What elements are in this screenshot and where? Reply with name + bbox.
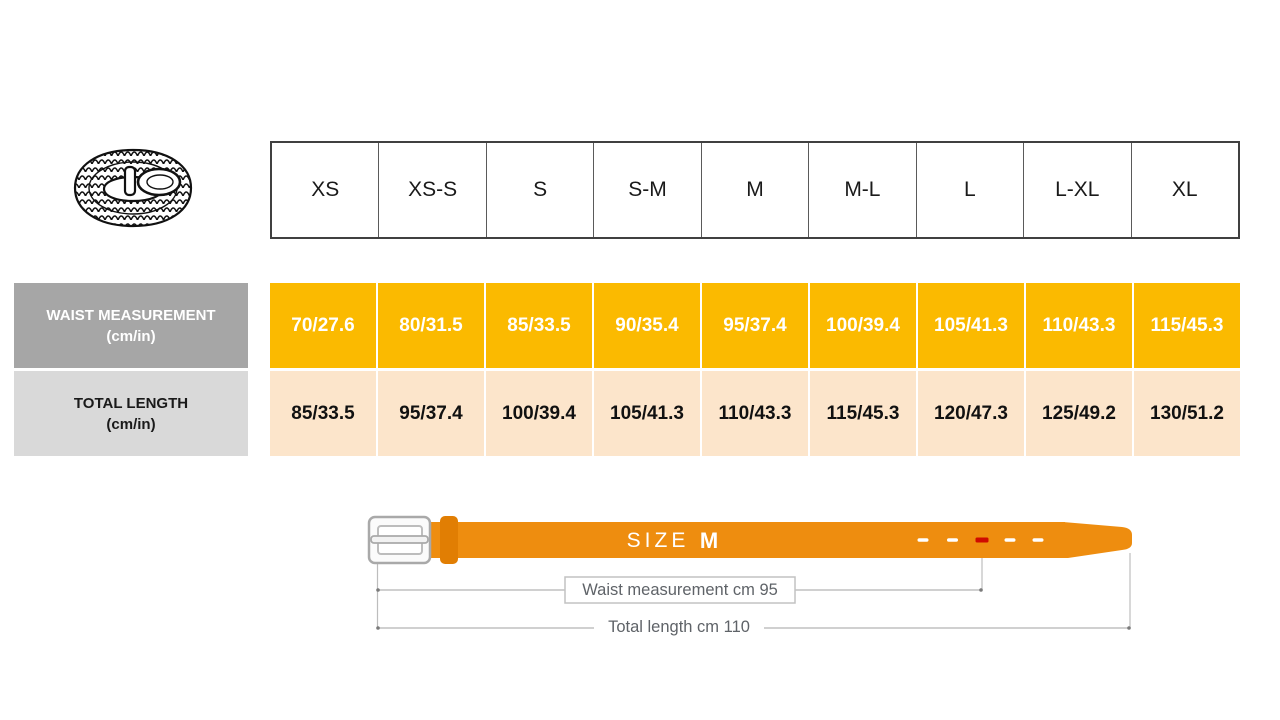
waist-value-cell: 90/35.4 (592, 283, 700, 368)
length-value-cell: 100/39.4 (484, 371, 592, 456)
belt-keeper (440, 516, 458, 564)
length-label-text: TOTAL LENGTH (73, 394, 189, 412)
length-annotation-mask (594, 615, 764, 639)
waist-label-text: WAIST MEASUREMENT (46, 306, 216, 324)
dimension-endpoint-dot (1127, 626, 1131, 630)
length-value-cell: 120/47.3 (916, 371, 1024, 456)
waist-value-cell: 110/43.3 (1024, 283, 1132, 368)
size-cell-l-xl: L-XL (1023, 143, 1130, 237)
dimension-endpoint-dot (376, 626, 380, 630)
waist-value-cell: 100/39.4 (808, 283, 916, 368)
belt-hole (1004, 538, 1016, 542)
size-header-row: XS XS-S S S-M M M-L L L-XL XL (270, 141, 1240, 239)
size-word-label: SIZE (627, 529, 690, 552)
length-value-cell: 110/43.3 (700, 371, 808, 456)
waist-label-unit: (cm/in) (106, 327, 156, 345)
belt-buckle-prong (370, 535, 429, 544)
size-value-label: M (700, 528, 718, 553)
waist-measurement-row-label: WAIST MEASUREMENT (cm/in) (14, 283, 248, 368)
waist-annotation-box (564, 576, 796, 604)
length-value-cell: 105/41.3 (592, 371, 700, 456)
waist-measurement-values-row: 70/27.6 80/31.5 85/33.5 90/35.4 95/37.4 … (270, 283, 1240, 368)
size-cell-s-m: S-M (593, 143, 700, 237)
belt-strap (420, 522, 1065, 558)
waist-value-cell: 105/41.3 (916, 283, 1024, 368)
belt-hole (1032, 538, 1044, 542)
size-cell-xs-s: XS-S (378, 143, 485, 237)
size-cell-xl: XL (1130, 143, 1238, 237)
belt-keeper-loop (123, 165, 137, 197)
size-cell-l: L (915, 143, 1023, 237)
waist-value-cell: 70/27.6 (270, 283, 376, 368)
belt-buckle-oval-inner (146, 174, 174, 190)
size-cell-s: S (485, 143, 593, 237)
dimension-endpoint-dot (376, 588, 380, 592)
length-value-cell: 130/51.2 (1132, 371, 1240, 456)
total-length-values-row: 85/33.5 95/37.4 100/39.4 105/41.3 110/43… (270, 371, 1240, 456)
size-cell-xs: XS (311, 178, 340, 201)
length-annotation-text: Total length cm 110 (608, 618, 750, 636)
belt-hole (947, 538, 958, 542)
total-length-row-label: TOTAL LENGTH (cm/in) (14, 371, 248, 456)
belt-tip (1063, 522, 1132, 558)
waist-value-cell: 115/45.3 (1132, 283, 1240, 368)
waist-value-cell: 80/31.5 (376, 283, 484, 368)
belt-measurement-diagram: SIZE M Waist measurement cm 95 Total len… (340, 498, 1152, 650)
waist-annotation-text: Waist measurement cm 95 (582, 581, 778, 599)
waist-value-cell: 85/33.5 (484, 283, 592, 368)
size-cell-m-l: M-L (808, 143, 915, 237)
braided-belt-icon (66, 140, 200, 236)
braided-belt-icon-svg (73, 148, 193, 228)
length-label-unit: (cm/in) (106, 415, 156, 433)
length-value-cell: 125/49.2 (1024, 371, 1132, 456)
length-value-cell: 85/33.5 (270, 371, 376, 456)
belt-hole-marked (975, 537, 989, 543)
belt-diagram-svg: SIZE M Waist measurement cm 95 Total len… (367, 515, 1132, 639)
belt-hole (917, 538, 929, 542)
length-value-cell: 95/37.4 (376, 371, 484, 456)
size-cell-m: M (700, 143, 808, 237)
dimension-endpoint-dot (979, 588, 983, 592)
waist-value-cell: 95/37.4 (700, 283, 808, 368)
length-value-cell: 115/45.3 (808, 371, 916, 456)
